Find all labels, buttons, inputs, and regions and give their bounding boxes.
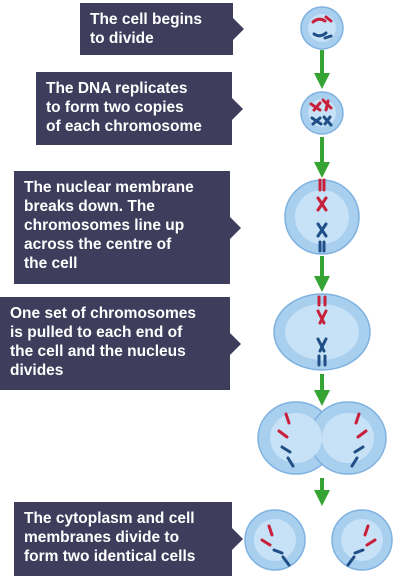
chromosome-red xyxy=(363,524,377,547)
step-4-line-2: is pulled to each end of xyxy=(10,324,183,341)
chromosome-blue xyxy=(316,222,328,253)
chromosome-blue xyxy=(280,445,365,468)
step-3-line-5: the cell xyxy=(24,255,78,272)
chromosome-blue xyxy=(316,337,328,367)
chromosome-blue xyxy=(272,548,291,567)
step-5-line-3: form two identical cells xyxy=(24,548,196,565)
step-2-label: The DNA replicates to form two copies of… xyxy=(36,72,243,145)
step-2-line-1: The DNA replicates xyxy=(46,80,188,97)
step-3-label: The nuclear membrane breaks down. The ch… xyxy=(14,171,241,284)
chromosome-red xyxy=(316,178,328,212)
step-2-line-2: to form two copies xyxy=(46,99,184,116)
step-1-line-2: to divide xyxy=(90,30,154,47)
cell-1 xyxy=(300,6,344,50)
cell-6-right xyxy=(331,509,393,571)
step-1-line-1: The cell begins xyxy=(90,11,202,28)
step-1-label: The cell begins to divide xyxy=(80,3,244,55)
step-3-line-2: breaks down. The xyxy=(24,198,155,215)
cell-5 xyxy=(257,401,387,475)
cell-3 xyxy=(284,178,360,255)
chromosome-blue xyxy=(346,548,365,567)
step-4-line-1: One set of chromosomes xyxy=(10,305,197,322)
step-5-label: The cytoplasm and cell membranes divide … xyxy=(14,502,243,576)
cell-2 xyxy=(300,91,344,135)
step-3-line-1: The nuclear membrane xyxy=(24,179,194,196)
chromosome-red xyxy=(311,15,333,24)
cell-6-left xyxy=(244,509,306,571)
step-4-line-4: divides xyxy=(10,362,64,379)
chromosome-red xyxy=(316,295,328,325)
step-4-label: One set of chromosomes is pulled to each… xyxy=(0,297,241,390)
cell-4 xyxy=(273,293,371,371)
step-4-line-3: the cell and the nucleus xyxy=(10,343,186,360)
step-3-line-4: across the centre of xyxy=(24,236,172,253)
step-5-line-2: membranes divide to xyxy=(24,529,180,546)
chromosome-blue xyxy=(310,115,333,127)
chromosome-red xyxy=(260,524,274,547)
step-2-line-3: of each chromosome xyxy=(46,118,202,135)
step-5-line-1: The cytoplasm and cell xyxy=(24,510,195,527)
chromosome-red xyxy=(309,98,333,112)
step-3-line-3: chromosomes line up xyxy=(24,217,185,234)
chromosome-red xyxy=(277,412,368,439)
chromosome-blue xyxy=(312,31,333,40)
